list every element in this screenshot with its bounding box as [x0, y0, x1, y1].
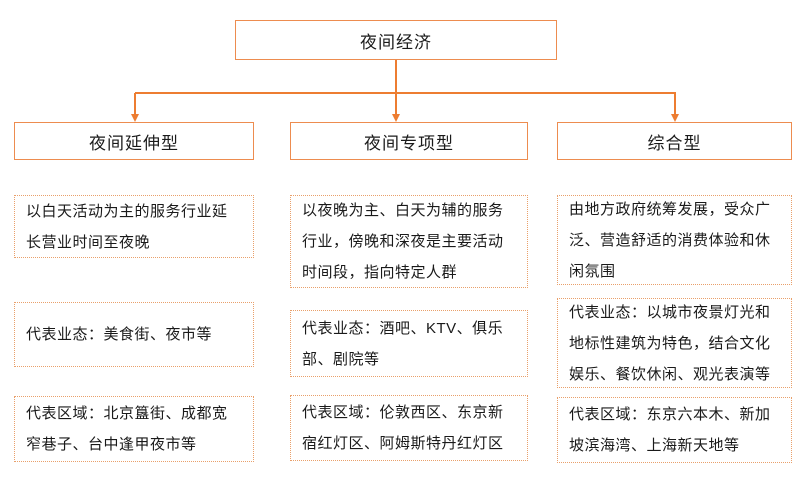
description-box: 以白天活动为主的服务行业延长营业时间至夜晚	[14, 195, 254, 258]
business-formats-box: 代表业态：以城市夜景灯光和地标性建筑为特色，结合文化娱乐、餐饮休闲、观光表演等	[557, 298, 792, 388]
down-arrow-icon	[670, 114, 679, 122]
down-arrow-icon	[391, 114, 400, 122]
right-drop-line	[674, 93, 676, 117]
representative-regions-box: 代表区域：东京六本木、新加坡滨海湾、上海新天地等	[557, 397, 792, 463]
description-box: 由地方政府统筹发展，受众广泛、营造舒适的消费体验和休闲氛围	[557, 195, 792, 285]
root-node-box: 夜间经济	[235, 20, 557, 60]
representative-regions-box: 代表区域：北京簋街、成都宽窄巷子、台中逢甲夜市等	[14, 396, 254, 462]
representative-regions-box: 代表区域：伦敦西区、东京新宿红灯区、阿姆斯特丹红灯区	[290, 395, 528, 461]
column-night-extension: 夜间延伸型 以白天活动为主的服务行业延长营业时间至夜晚 代表业态：美食街、夜市等…	[14, 0, 254, 492]
down-arrow-icon	[130, 114, 139, 122]
description-box: 以夜晚为主、白天为辅的服务行业，傍晚和深夜是主要活动时间段，指向特定人群	[290, 195, 528, 288]
business-formats-box: 代表业态：美食街、夜市等	[14, 302, 254, 367]
category-header-box: 夜间专项型	[290, 122, 528, 160]
business-formats-box: 代表业态：酒吧、KTV、俱乐部、剧院等	[290, 310, 528, 377]
column-night-special: 夜间专项型 以夜晚为主、白天为辅的服务行业，傍晚和深夜是主要活动时间段，指向特定…	[290, 0, 528, 492]
horizontal-connector-line	[135, 92, 676, 94]
left-drop-line	[134, 93, 136, 117]
trunk-connector-line	[395, 60, 397, 117]
category-header-box: 综合型	[557, 122, 792, 160]
column-comprehensive: 综合型 由地方政府统筹发展，受众广泛、营造舒适的消费体验和休闲氛围 代表业态：以…	[557, 0, 792, 492]
category-header-box: 夜间延伸型	[14, 122, 254, 160]
